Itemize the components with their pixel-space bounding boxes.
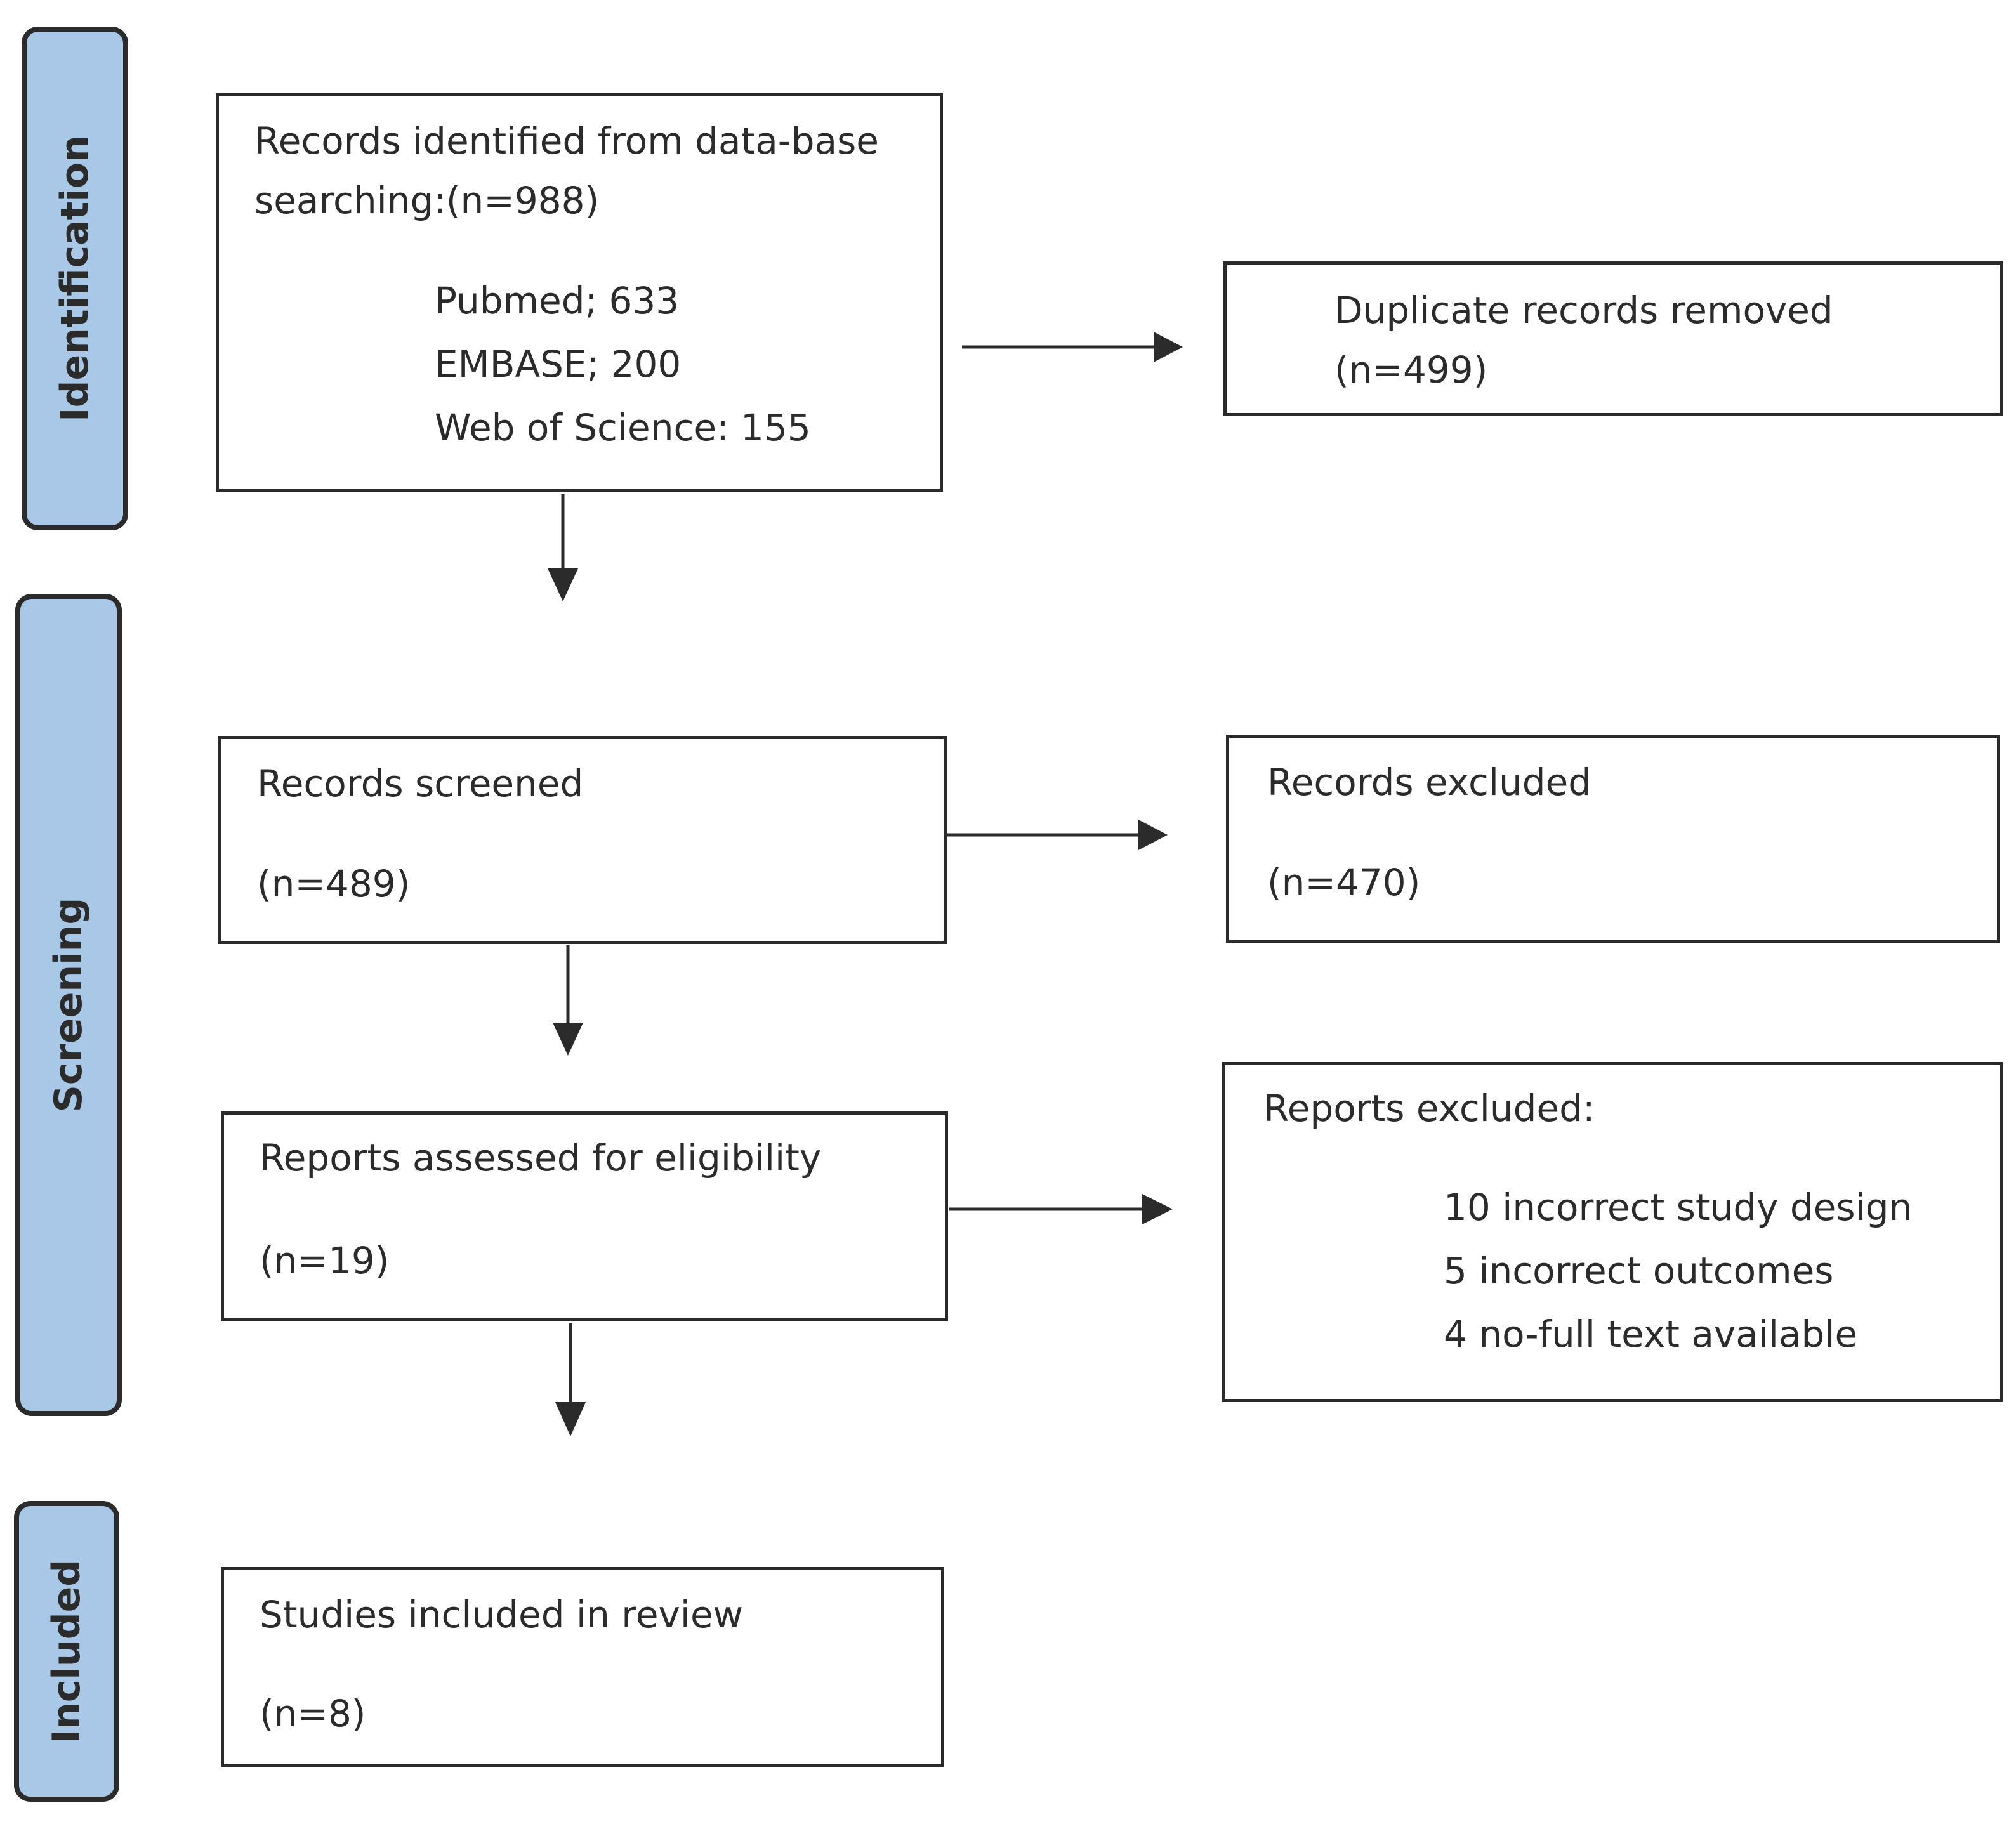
identified-line-2: searching:(n=988) [254,179,600,222]
studies-included-box: Studies included in review (n=8) [221,1567,944,1767]
source-pubmed: Pubmed; 633 [435,279,680,322]
arrowhead-included [555,1402,586,1436]
arrowhead-assessed [553,1023,583,1056]
duplicates-removed-box: Duplicate records removed (n=499) [1223,261,2003,416]
stage-tab-identification: Identification [22,27,128,530]
arrowhead-duplicates [1154,332,1183,362]
duplicates-count: (n=499) [1334,348,1488,391]
screened-count: (n=489) [257,862,411,905]
reports-assessed-box: Reports assessed for eligibility (n=19) [221,1111,948,1321]
duplicates-label: Duplicate records removed [1334,289,1833,332]
source-embase: EMBASE; 200 [435,343,682,386]
stage-tab-screening: Screening [15,594,122,1416]
records-identified-box: Records identified from data-base search… [216,93,943,492]
included-count: (n=8) [260,1692,366,1735]
reports-excluded-label: Reports excluded: [1263,1087,1595,1130]
included-label: Studies included in review [260,1593,744,1636]
reports-excluded-box: Reports excluded: 10 incorrect study des… [1222,1062,2003,1402]
arrowhead-screened [548,568,578,601]
source-web-of-science: Web of Science: 155 [435,406,811,449]
reason-no-full-text: 4 no-full text available [1444,1313,1858,1356]
identified-line-1: Records identified from data-base [254,119,879,162]
records-excluded-label: Records excluded [1267,761,1592,804]
screened-label: Records screened [257,762,584,805]
records-excluded-count: (n=470) [1267,861,1421,904]
arrowhead-records-excluded [1138,820,1168,850]
reason-study-design: 10 incorrect study design [1444,1186,1913,1229]
assessed-count: (n=19) [260,1239,390,1282]
reason-outcomes: 5 incorrect outcomes [1444,1249,1834,1292]
records-screened-box: Records screened (n=489) [218,736,947,944]
assessed-label: Reports assessed for eligibility [260,1136,822,1179]
arrowhead-reports-excluded [1142,1194,1173,1224]
stage-tab-included: Included [14,1501,119,1802]
records-excluded-box: Records excluded (n=470) [1226,735,2000,943]
